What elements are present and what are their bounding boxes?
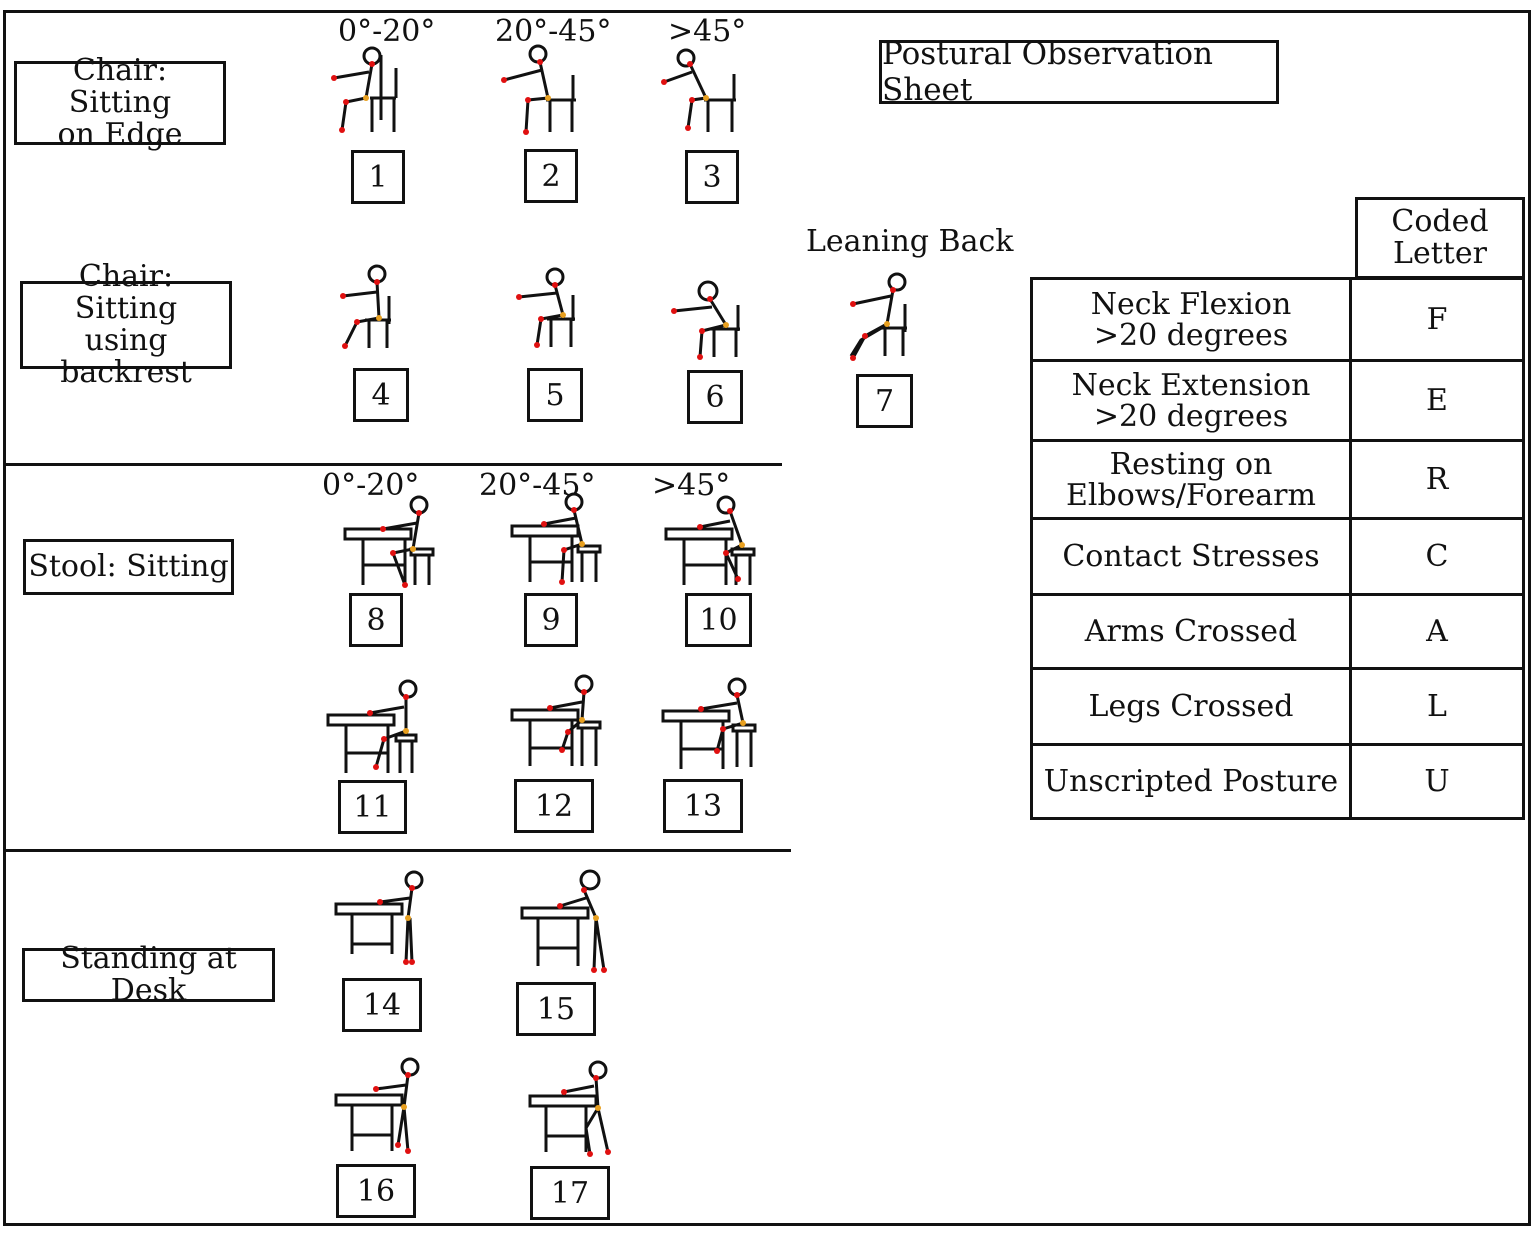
posture-figure-9 <box>510 490 605 590</box>
position-number-2: 2 <box>524 149 578 203</box>
legend-label: Neck Extension >20 degrees <box>1030 359 1352 442</box>
angle-label-chair-20-45: 20°-45° <box>495 14 612 49</box>
leaning-back-label: Leaning Back <box>806 224 1014 259</box>
posture-figure-16 <box>334 1055 429 1155</box>
diagram-frame <box>3 10 1531 1226</box>
posture-figure-11 <box>326 677 421 777</box>
position-number-17: 17 <box>530 1166 610 1220</box>
legend-label: Resting on Elbows/Forearm <box>1030 439 1352 520</box>
posture-figure-12 <box>510 672 605 772</box>
angle-label-chair-0-20: 0°-20° <box>338 14 436 49</box>
position-number-1: 1 <box>351 150 405 204</box>
position-number-6: 6 <box>687 370 743 424</box>
legend-row: Resting on Elbows/Forearm R <box>1030 439 1525 520</box>
legend-header-coded-letter: Coded Letter <box>1355 197 1525 279</box>
posture-figure-17 <box>528 1058 623 1158</box>
section-label-stool: Stool: Sitting <box>23 539 234 595</box>
position-number-8: 8 <box>349 593 403 647</box>
position-number-11: 11 <box>338 780 407 834</box>
position-number-7: 7 <box>856 374 913 428</box>
posture-figure-3 <box>660 46 740 136</box>
position-number-5: 5 <box>527 368 583 422</box>
legend-table: Neck Flexion >20 degrees F Neck Extensio… <box>1030 277 1525 820</box>
sheet-title: Postural Observation Sheet <box>879 36 1279 108</box>
position-number-15: 15 <box>516 982 596 1036</box>
angle-label-stool-gt45: >45° <box>652 468 731 503</box>
posture-figure-5 <box>515 265 580 350</box>
angle-label-stool-20-45: 20°-45° <box>479 468 596 503</box>
posture-figure-4 <box>335 262 395 352</box>
legend-label: Neck Flexion >20 degrees <box>1030 277 1352 362</box>
angle-label-stool-0-20: 0°-20° <box>322 468 420 503</box>
position-number-4: 4 <box>353 368 409 422</box>
legend-label: Arms Crossed <box>1030 593 1352 670</box>
legend-label: Contact Stresses <box>1030 517 1352 596</box>
posture-figure-2 <box>498 40 588 140</box>
position-number-14: 14 <box>342 978 422 1032</box>
posture-figure-14 <box>334 868 429 968</box>
legend-letter: F <box>1349 277 1525 362</box>
posture-figure-8 <box>343 493 438 593</box>
legend-letter: U <box>1349 743 1525 820</box>
section-divider <box>6 463 782 466</box>
legend-label: Unscripted Posture <box>1030 743 1352 820</box>
position-number-3: 3 <box>685 150 739 204</box>
posture-figure-7 <box>845 268 915 363</box>
posture-figure-1 <box>326 40 406 140</box>
position-number-12: 12 <box>514 779 594 833</box>
position-number-16: 16 <box>336 1164 416 1218</box>
section-label-chair-backrest: Chair: Sitting using backrest <box>20 261 232 389</box>
legend-letter: A <box>1349 593 1525 670</box>
section-label-chair-edge: Chair: Sitting on Edge <box>14 55 226 151</box>
posture-figure-15 <box>520 866 615 976</box>
position-number-9: 9 <box>524 593 578 647</box>
posture-figure-10 <box>664 493 759 593</box>
position-number-13: 13 <box>663 779 743 833</box>
legend-letter: L <box>1349 667 1525 746</box>
legend-row: Neck Extension >20 degrees E <box>1030 359 1525 442</box>
section-label-standing: Standing at Desk <box>22 943 275 1007</box>
position-number-10: 10 <box>685 593 752 647</box>
legend-row: Legs Crossed L <box>1030 667 1525 746</box>
legend-row: Neck Flexion >20 degrees F <box>1030 277 1525 362</box>
legend-row: Unscripted Posture U <box>1030 743 1525 820</box>
legend-row: Contact Stresses C <box>1030 517 1525 596</box>
section-divider <box>6 849 791 852</box>
legend-letter: C <box>1349 517 1525 596</box>
angle-label-chair-gt45: >45° <box>668 14 747 49</box>
legend-letter: R <box>1349 439 1525 520</box>
legend-letter: E <box>1349 359 1525 442</box>
posture-figure-13 <box>661 675 761 775</box>
legend-label: Legs Crossed <box>1030 667 1352 746</box>
legend-row: Arms Crossed A <box>1030 593 1525 670</box>
posture-figure-6 <box>670 277 745 362</box>
